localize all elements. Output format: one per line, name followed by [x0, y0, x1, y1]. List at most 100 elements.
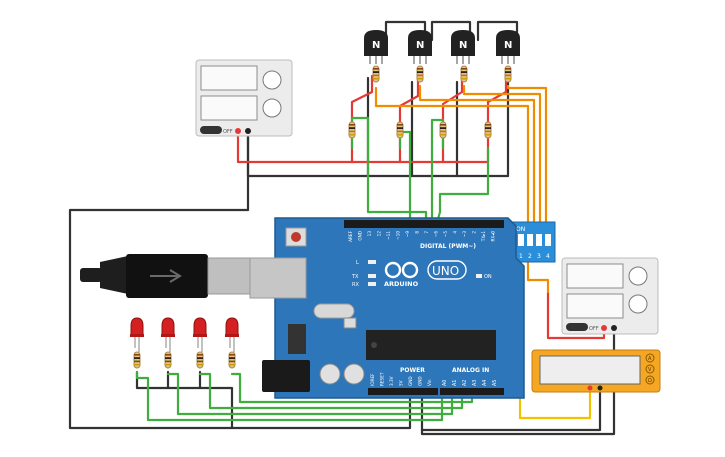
- led-rx-label: RX: [352, 282, 359, 288]
- digital-pin-label: ~5: [443, 231, 448, 238]
- wire-dip-4[interactable]: [506, 84, 548, 224]
- usb-cable[interactable]: [80, 254, 275, 298]
- atmega-chip: [366, 330, 496, 360]
- led-resistor-3[interactable]: [196, 351, 204, 369]
- transistor-label: N: [416, 40, 424, 51]
- psu-right-negative[interactable]: [611, 325, 617, 331]
- digital-pin-label: GND: [358, 231, 363, 241]
- dip-toggle-3[interactable]: [536, 234, 542, 246]
- wire-collector-jumper-c[interactable]: [476, 20, 519, 42]
- wire-dip-1[interactable]: [374, 86, 530, 224]
- resistor-4[interactable]: [504, 65, 512, 83]
- digital-pin-label: AREF: [348, 230, 353, 241]
- wire-dip-out[interactable]: [526, 260, 550, 294]
- psu-right-positive[interactable]: [601, 325, 607, 331]
- transistor-label: N: [504, 40, 512, 51]
- dip-toggle-2[interactable]: [527, 234, 533, 246]
- transistor-3[interactable]: N: [451, 30, 475, 64]
- mode-amps[interactable]: A: [648, 356, 652, 362]
- wire-gnd-psu-bus[interactable]: [246, 80, 510, 178]
- analog-pin-label: A2: [462, 380, 468, 386]
- analog-pin-label: A3: [472, 380, 478, 386]
- led-tx-label: TX: [351, 274, 359, 280]
- wire-led1-a0[interactable]: [135, 370, 444, 422]
- wire-sig-r2[interactable]: [398, 130, 412, 228]
- wire-sig-r1[interactable]: [350, 116, 428, 228]
- led-resistor-4[interactable]: [228, 351, 236, 369]
- on-label: ON: [484, 274, 492, 280]
- digital-pin-label: RX◂0: [491, 231, 496, 242]
- uno-badge: [427, 260, 467, 280]
- wire-vcc-psu[interactable]: [236, 132, 490, 164]
- wire-collector-jumper-b[interactable]: [430, 20, 472, 42]
- wire-gnd-multimeter[interactable]: [420, 386, 602, 432]
- dc-jack[interactable]: [262, 360, 310, 392]
- arduino-logo: ARDUINO: [384, 261, 419, 288]
- wire-dip-2[interactable]: [418, 84, 536, 224]
- resistor-2[interactable]: [416, 65, 424, 83]
- led-3[interactable]: [193, 317, 207, 352]
- mode-volts[interactable]: V: [648, 367, 652, 373]
- digital-header[interactable]: [344, 220, 504, 228]
- probe-black[interactable]: [597, 385, 603, 391]
- digital-pin-label: TX▸1: [481, 231, 486, 243]
- resistor-6[interactable]: [396, 121, 404, 139]
- wire-vcc-r3[interactable]: [441, 74, 464, 164]
- resistor-5[interactable]: [348, 121, 356, 139]
- resistor-8[interactable]: [484, 121, 492, 139]
- usb-icon: [150, 269, 182, 283]
- power-pin-label: RESET: [380, 372, 385, 386]
- psu-negative-terminal[interactable]: [245, 128, 251, 134]
- digital-pin-label: ~10: [396, 231, 401, 240]
- power-switch-left[interactable]: [200, 126, 222, 134]
- power-pin-label: IOREF: [370, 373, 375, 386]
- led-resistor-1[interactable]: [133, 351, 141, 369]
- capacitor-1: [319, 363, 341, 385]
- probe-red[interactable]: [587, 385, 593, 391]
- dip-switch[interactable]: ON 1 2 3 4: [512, 221, 556, 263]
- power-header[interactable]: [368, 388, 438, 395]
- psu-positive-terminal[interactable]: [235, 128, 241, 134]
- wire-led2-a1[interactable]: [166, 372, 454, 416]
- power-pin-label: GND: [418, 376, 423, 386]
- wire-dip-3[interactable]: [462, 84, 542, 224]
- resistor-7[interactable]: [439, 121, 447, 139]
- wire-gnd-usb-loop[interactable]: [68, 132, 412, 430]
- led-4[interactable]: [225, 317, 239, 352]
- led-rx: [368, 282, 376, 286]
- dip-toggle-4[interactable]: [545, 234, 551, 246]
- digital-pin-label: 8: [415, 231, 420, 234]
- analog-header[interactable]: [440, 388, 504, 395]
- digital-pin-label: ~3: [462, 231, 467, 238]
- psu-off-label: OFF: [223, 129, 233, 135]
- dip-number-3: 3: [537, 253, 541, 260]
- power-pin-label: Vin: [427, 379, 432, 386]
- power-supply-right[interactable]: OFF: [561, 257, 659, 335]
- transistor-label: N: [459, 40, 467, 51]
- power-supply-left[interactable]: OFF: [195, 59, 293, 137]
- resistor-1[interactable]: [372, 65, 380, 83]
- wire-sig-r4[interactable]: [434, 146, 490, 228]
- transistor-2[interactable]: N: [408, 30, 432, 64]
- wire-vcc-r4[interactable]: [486, 74, 508, 164]
- led-1[interactable]: [130, 317, 144, 352]
- led-on: [476, 274, 482, 278]
- transistor-1[interactable]: N: [364, 30, 388, 64]
- voltage-regulator: [288, 324, 306, 354]
- power-switch-right[interactable]: [566, 323, 588, 331]
- crystal: [313, 303, 355, 319]
- resistor-3[interactable]: [460, 65, 468, 83]
- led-2[interactable]: [161, 317, 175, 352]
- mode-ohms[interactable]: Ω: [648, 378, 652, 384]
- dip-toggle-1[interactable]: [518, 234, 524, 246]
- usb-port[interactable]: [249, 257, 307, 299]
- multimeter[interactable]: A V Ω: [531, 349, 661, 393]
- arduino-uno-board[interactable]: L TX RX ON ARDUINO UNO DIGITAL (PWM~) AN…: [249, 217, 525, 399]
- led-resistor-2[interactable]: [164, 351, 172, 369]
- icsp-header: [343, 317, 357, 329]
- transistor-4[interactable]: N: [496, 30, 520, 64]
